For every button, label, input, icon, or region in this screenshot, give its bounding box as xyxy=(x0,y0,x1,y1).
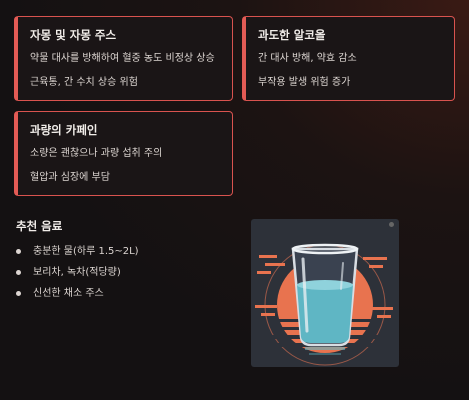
warning-card-alcohol: 과도한 알코올 간 대사 방해, 약효 감소 부작용 발생 위험 증가 xyxy=(242,16,455,101)
card-detail: 소량은 괜찮으나 과량 섭취 주의 xyxy=(30,148,163,159)
bullet-icon xyxy=(16,270,21,275)
recommended-drinks-title: 추천 음료 xyxy=(16,219,63,233)
warning-card-grapefruit: 자몽 및 자몽 주스 약물 대사를 방해하여 혈중 농도 비정상 상승 근육통,… xyxy=(14,16,233,101)
list-item-text: 충분한 물(하루 1.5~2L) xyxy=(33,246,139,257)
list-item: 충분한 물(하루 1.5~2L) xyxy=(16,241,139,262)
water-glass-illustration xyxy=(251,219,399,367)
list-item: 보리차, 녹차(적당량) xyxy=(16,262,139,283)
list-item-text: 신선한 채소 주스 xyxy=(33,288,104,299)
recommended-drinks-list: 충분한 물(하루 1.5~2L) 보리차, 녹차(적당량) 신선한 채소 주스 xyxy=(16,241,139,304)
card-detail: 혈압과 심장에 부담 xyxy=(30,172,110,183)
list-item: 신선한 채소 주스 xyxy=(16,283,139,304)
warning-card-caffeine: 과량의 카페인 소량은 괜찮으나 과량 섭취 주의 혈압과 심장에 부담 xyxy=(14,111,233,196)
card-detail: 약물 대사를 방해하여 혈중 농도 비정상 상승 xyxy=(30,53,215,64)
bullet-icon xyxy=(16,291,21,296)
card-detail: 부작용 발생 위험 증가 xyxy=(258,77,351,88)
list-item-text: 보리차, 녹차(적당량) xyxy=(33,267,121,278)
card-detail: 간 대사 방해, 약효 감소 xyxy=(258,53,357,64)
dot-icon xyxy=(389,222,394,227)
card-title: 과도한 알코올 xyxy=(258,28,326,42)
water-glass-icon xyxy=(255,243,393,366)
card-detail: 근육통, 간 수치 상승 위험 xyxy=(30,77,138,88)
card-title: 자몽 및 자몽 주스 xyxy=(30,28,117,42)
card-title: 과량의 카페인 xyxy=(30,123,98,137)
bullet-icon xyxy=(16,249,21,254)
